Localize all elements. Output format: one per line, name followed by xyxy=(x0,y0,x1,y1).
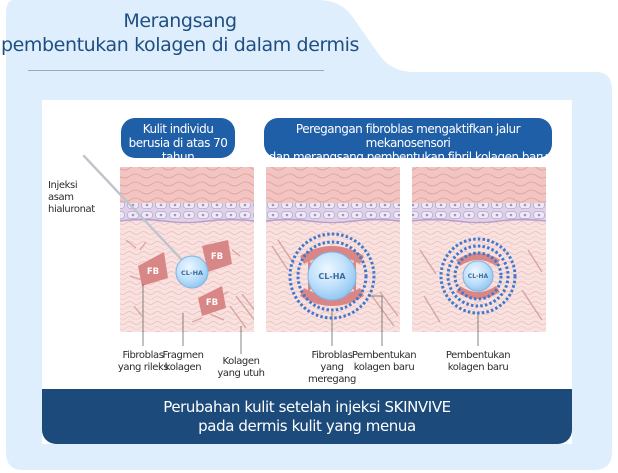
new-collagen-ring-3a xyxy=(453,251,503,301)
label-new-a-1: Pembentukan xyxy=(351,350,417,361)
clha-text-1: CL-HA xyxy=(181,269,203,277)
label-intact-collagen: Kolagen yang utuh xyxy=(208,356,274,380)
label-relaxed-1: Fibroblas xyxy=(122,350,164,361)
skin-diagram: FB FB FB CL-HA CL-HA CL-HA xyxy=(82,118,552,354)
label-new-collagen-a: Pembentukan kolagen baru xyxy=(350,350,418,374)
title-divider xyxy=(28,70,324,71)
pill-right xyxy=(264,118,552,158)
label-injection: Injeksi asam hialuronat xyxy=(48,180,116,216)
banner-line2: pada dermis kulit yang menua xyxy=(198,417,416,435)
fibroblast-relaxed-1 xyxy=(138,252,168,286)
new-collagen-ring-2a xyxy=(296,240,368,312)
pill-right-line1: Peregangan fibroblas mengaktifkan jalur … xyxy=(295,122,521,150)
label-new-b-2: kolagen baru xyxy=(447,362,509,373)
label-stretched-2: yang xyxy=(320,362,344,373)
label-new-b-1: Pembentukan xyxy=(445,350,511,361)
fibroblast-relaxed-3 xyxy=(198,286,226,316)
label-fragment-1: Fragmen xyxy=(162,350,204,361)
pill-right-line2: dan merangsang pembentukan fibril kolage… xyxy=(268,150,548,164)
banner-line1: Perubahan kulit setelah injeksi SKINVIVE xyxy=(163,398,451,416)
clha-particle-2 xyxy=(307,251,357,301)
label-relaxed-fibroblast: Fibroblas yang rileks xyxy=(103,350,183,374)
bottom-banner: Perubahan kulit setelah injeksi SKINVIVE… xyxy=(42,389,572,444)
label-injection-3: hialuronat xyxy=(48,204,95,215)
label-stretched-1: Fibroblas xyxy=(311,350,353,361)
pill-left-text: Kulit individu berusia di atas 70 tahun xyxy=(121,122,235,164)
label-fragment-2: kolagen xyxy=(164,362,202,373)
page-title-line2: pembentukan kolagen di dalam dermis xyxy=(0,34,360,56)
label-stretched-3: meregang xyxy=(308,374,356,385)
fibroblast-relaxed-2 xyxy=(202,240,232,272)
new-collagen-ring-3c xyxy=(439,237,517,315)
label-new-a-2: kolagen baru xyxy=(353,362,415,373)
diagram-panel: FB FB FB CL-HA CL-HA CL-HA Kulit individ… xyxy=(42,100,572,444)
label-fragment: Fragmen kolagen xyxy=(155,350,211,374)
clha-text-2: CL-HA xyxy=(318,272,346,281)
label-relaxed-2: yang rileks xyxy=(117,362,169,373)
label-stretched-fibroblast: Fibroblas yang meregang xyxy=(298,350,366,386)
fb-marker-1: FB xyxy=(147,267,159,277)
pill-right-text: Peregangan fibroblas mengaktifkan jalur … xyxy=(264,122,552,164)
page-title-line1: Merangsang xyxy=(123,10,237,32)
skin-section-1 xyxy=(120,167,254,332)
clha-particle-1 xyxy=(175,255,209,289)
skin-section-3 xyxy=(412,167,546,332)
label-intact-1: Kolagen xyxy=(222,356,260,367)
fb-marker-3: FB xyxy=(206,298,218,308)
label-new-collagen-b: Pembentukan kolagen baru xyxy=(444,350,512,374)
label-intact-2: yang utuh xyxy=(217,368,265,379)
label-injection-1: Injeksi xyxy=(48,180,78,191)
label-injection-2: asam xyxy=(48,192,74,203)
clha-text-3: CL-HA xyxy=(468,273,489,280)
pill-left-line2: berusia di atas 70 tahun xyxy=(128,136,228,164)
leader-lines xyxy=(142,284,479,354)
needle-line xyxy=(82,154,184,262)
new-collagen-ring-3b xyxy=(446,244,510,308)
pill-left-line1: Kulit individu xyxy=(142,122,214,136)
fb-marker-2: FB xyxy=(211,252,223,262)
clha-particle-3 xyxy=(462,260,494,292)
pill-left xyxy=(121,118,235,158)
